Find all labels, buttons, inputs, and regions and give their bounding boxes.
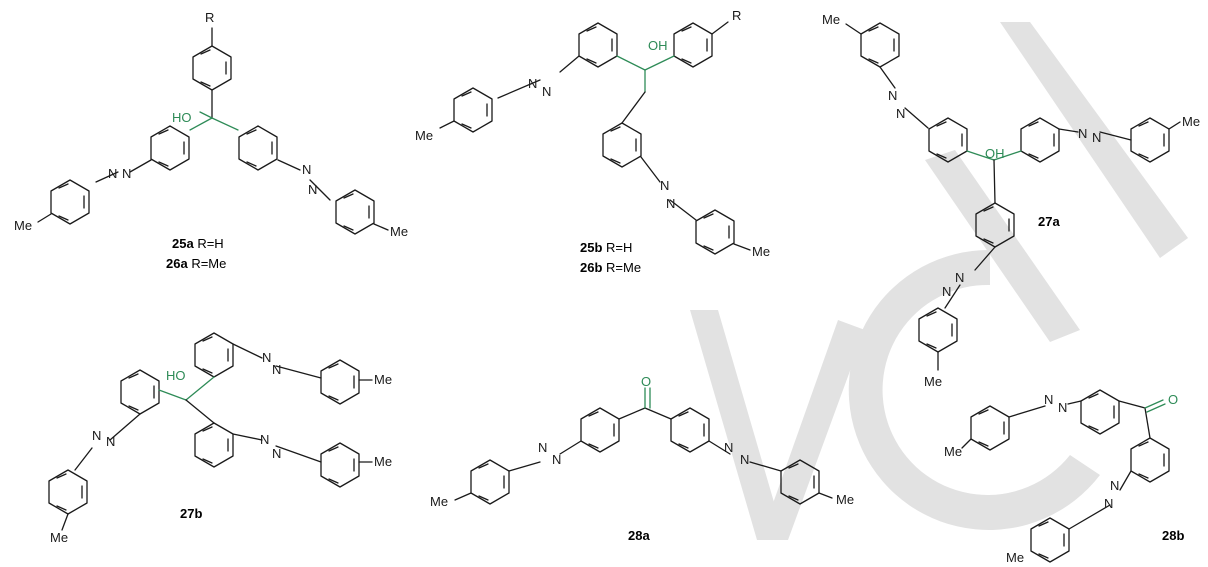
watermark-v-right [760,320,865,540]
atom-n: N [666,196,675,211]
atom-o: O [641,374,651,389]
atom-me: Me [836,492,854,507]
atom-n: N [260,432,269,447]
atom-n: N [942,284,951,299]
watermark-c [848,249,1100,530]
atom-n: N [1104,496,1113,511]
compound-label-25b: 25b R=H [580,240,632,255]
atom-me: Me [415,128,433,143]
atom-n: N [552,452,561,467]
compound-label-26b: 26b R=Me [580,260,641,275]
atom-n: N [896,106,905,121]
atom-oh: OH [985,146,1005,161]
watermark-h-bar1 [1000,22,1188,258]
atom-ho: HO [172,110,192,125]
atom-n: N [740,452,749,467]
atom-n: N [538,440,547,455]
atom-r: R [732,8,741,23]
compound-label-25a: 25a R=H [172,236,224,251]
atom-me: Me [1182,114,1200,129]
atom-n: N [542,84,551,99]
atom-n: N [122,166,131,181]
atom-n: N [1110,478,1119,493]
atom-n: N [528,76,537,91]
atom-n: N [272,446,281,461]
atom-me: Me [752,244,770,259]
atom-me: Me [944,444,962,459]
atom-n: N [1092,130,1101,145]
atom-n: N [262,350,271,365]
atom-me: Me [14,218,32,233]
atom-n: N [1058,400,1067,415]
structure-25a: R HO N N N N Me Me [14,10,408,239]
atom-n: N [724,440,733,455]
compound-label-28b: 28b [1162,528,1184,543]
compound-label-27a: 27a [1038,214,1060,229]
atom-n: N [308,182,317,197]
atom-me: Me [430,494,448,509]
compound-label-26a: 26a R=Me [166,256,226,271]
atom-n: N [1078,126,1087,141]
atom-n: N [1044,392,1053,407]
compound-label-27b: 27b [180,506,202,521]
watermark [690,22,1188,540]
atom-n: N [302,162,311,177]
atom-me: Me [374,372,392,387]
structure-27b: HO N N N N N N Me Me Me [48,332,392,545]
atom-n: N [955,270,964,285]
watermark-h-bar2 [925,150,1080,342]
atom-n: N [106,434,115,449]
atom-o: O [1168,392,1178,407]
atom-r: R [205,10,214,25]
structure-27a: Me N N OH N N Me N N Me [822,12,1200,389]
compound-label-28a: 28a [628,528,650,543]
atom-me: Me [390,224,408,239]
atom-n: N [888,88,897,103]
structure-28b: O N N N N Me Me [944,389,1178,565]
atom-n: N [108,166,117,181]
atom-ho: HO [166,368,186,383]
atom-me: Me [822,12,840,27]
atom-me: Me [50,530,68,545]
watermark-v-left [690,310,785,540]
atom-n: N [660,178,669,193]
structure-28a: O N N N N Me Me [430,374,854,509]
atom-n: N [272,362,281,377]
atom-me: Me [924,374,942,389]
structure-25b: R OH N N N N Me Me [415,8,770,259]
atom-n: N [92,428,101,443]
atom-me: Me [374,454,392,469]
atom-me: Me [1006,550,1024,565]
atom-oh: OH [648,38,668,53]
